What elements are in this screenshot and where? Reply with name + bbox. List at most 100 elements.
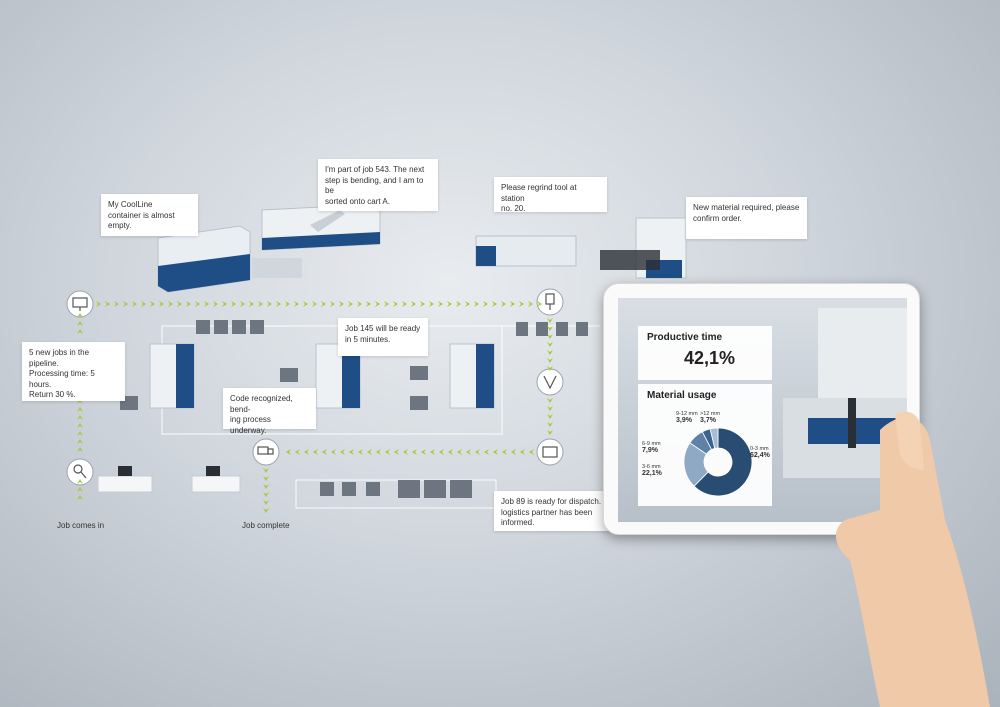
- flow-arrow: [501, 301, 506, 307]
- flow-arrow: [439, 449, 444, 455]
- flow-arrow: [411, 301, 416, 307]
- flow-arrow: [276, 301, 281, 307]
- flow-arrow: [295, 449, 300, 455]
- flow-arrow: [150, 301, 155, 307]
- flow-arrow: [258, 301, 263, 307]
- material-usage-donut-chart: [683, 427, 753, 497]
- coolline-machine: [157, 225, 302, 293]
- flow-arrow: [304, 449, 309, 455]
- flow-arrow: [502, 449, 507, 455]
- flow-arrow: [547, 326, 553, 331]
- flow-arrow: [474, 301, 479, 307]
- user-search-icon: [66, 458, 94, 486]
- flow-arrow: [249, 301, 254, 307]
- callout-code-recognized: Code recognized, bend- ing process under…: [223, 388, 316, 435]
- flow-arrow: [547, 350, 553, 355]
- callout-job-89: Job 89 is ready for dispatch. The logist…: [494, 491, 624, 531]
- flow-arrow: [285, 301, 290, 307]
- flow-arrow: [123, 301, 128, 307]
- flow-arrow: [77, 313, 83, 318]
- flow-arrow: [529, 449, 534, 455]
- flow-arrow: [195, 301, 200, 307]
- callout-job-145: Job 145 will be ready in 5 minutes.: [338, 318, 428, 356]
- flow-arrow: [457, 449, 462, 455]
- callout-new-material: New material required, please confirm or…: [686, 197, 807, 239]
- flow-arrow: [438, 301, 443, 307]
- flow-arrow: [77, 447, 83, 452]
- flow-arrow: [375, 301, 380, 307]
- productive-time-value: 42,1%: [684, 348, 736, 368]
- flow-arrow: [263, 484, 269, 489]
- flow-arrow: [240, 301, 245, 307]
- flow-arrow: [447, 301, 452, 307]
- flow-arrow: [330, 301, 335, 307]
- flow-arrow: [394, 449, 399, 455]
- callout-regrind-tool: Please regrind tool at station no. 20.: [494, 177, 607, 213]
- flow-arrow: [313, 449, 318, 455]
- flow-arrow: [77, 321, 83, 326]
- flow-arrow: [547, 430, 553, 435]
- flow-arrow: [519, 301, 524, 307]
- callout-pipeline: 5 new jobs in the pipeline. Processing t…: [22, 342, 125, 401]
- flow-arrow: [358, 449, 363, 455]
- flow-arrow: [511, 449, 516, 455]
- flow-arrow: [77, 399, 83, 404]
- flow-arrow: [114, 301, 119, 307]
- flow-arrow: [547, 334, 553, 339]
- flow-arrow: [547, 406, 553, 411]
- flow-arrow: [349, 449, 354, 455]
- flow-arrow: [77, 415, 83, 420]
- callout-coolline: My CoolLine container is almost empty.: [101, 194, 198, 236]
- truck-icon: [252, 438, 280, 466]
- callout-job-543: I'm part of job 543. The next step is be…: [318, 159, 438, 211]
- punch-tool-icon: [536, 288, 564, 316]
- material-usage-title: Material usage: [647, 390, 717, 401]
- flow-arrow: [547, 366, 553, 371]
- tablet-screen: Productive time 42,1% Material usage 0-3…: [618, 298, 907, 522]
- flow-arrow: [77, 431, 83, 436]
- productive-time-card: Productive time 42,1%: [638, 326, 772, 380]
- flow-arrow: [547, 414, 553, 419]
- flow-arrow: [77, 479, 83, 484]
- flow-arrow: [510, 301, 515, 307]
- flow-arrow: [393, 301, 398, 307]
- flow-arrow: [475, 449, 480, 455]
- flow-arrow: [429, 301, 434, 307]
- flow-arrow: [263, 468, 269, 473]
- flow-arrow: [385, 449, 390, 455]
- flow-arrow: [547, 342, 553, 347]
- flow-arrow: [403, 449, 408, 455]
- flow-arrow: [141, 301, 146, 307]
- flow-arrow: [294, 301, 299, 307]
- flow-arrow: [186, 301, 191, 307]
- press-brake-icon: [536, 438, 564, 466]
- bending-cell-1: [149, 343, 195, 409]
- flow-arrow: [547, 422, 553, 427]
- donut-slice-4: [709, 427, 719, 449]
- flow-arrow: [96, 301, 101, 307]
- flow-arrow: [528, 301, 533, 307]
- flow-arrow: [466, 449, 471, 455]
- flow-arrow: [367, 449, 372, 455]
- flow-arrow: [348, 301, 353, 307]
- sorting-machine: [261, 203, 381, 251]
- flow-arrow: [339, 301, 344, 307]
- flow-arrow: [357, 301, 362, 307]
- flow-arrow: [132, 301, 137, 307]
- flow-arrow: [322, 449, 327, 455]
- flow-arrow: [537, 301, 542, 307]
- tablet-device: Productive time 42,1% Material usage 0-3…: [603, 283, 920, 535]
- flow-arrow: [77, 495, 83, 500]
- flow-arrow: [263, 492, 269, 497]
- flow-arrow: [456, 301, 461, 307]
- flow-arrow: [263, 508, 269, 513]
- workstation-job-complete: [191, 466, 241, 493]
- flow-arrow: [321, 301, 326, 307]
- donut-slice-0: [693, 427, 753, 497]
- flow-arrow: [204, 301, 209, 307]
